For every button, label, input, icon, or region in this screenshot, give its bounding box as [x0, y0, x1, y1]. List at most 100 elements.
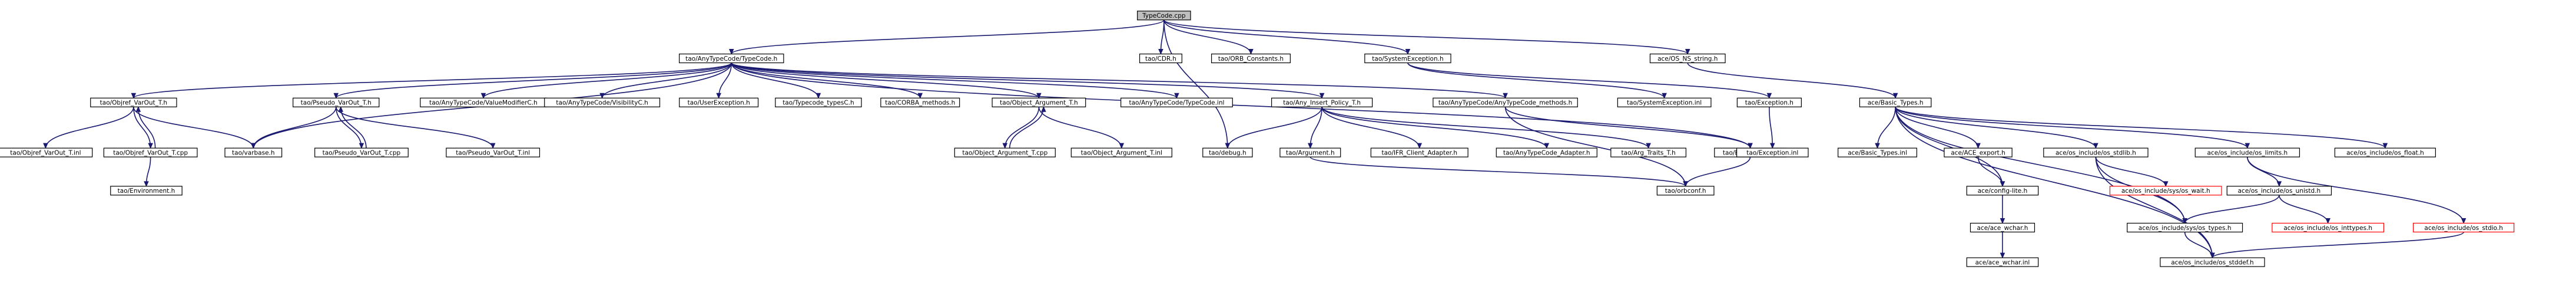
node-box[interactable]: [679, 53, 784, 64]
node-box[interactable]: [1271, 97, 1373, 107]
node-box[interactable]: [1610, 147, 1687, 157]
node-box[interactable]: [2194, 147, 2300, 157]
graph-node[interactable]: tao/AnyTypeCode_Adapter.h: [1496, 147, 1597, 157]
node-box[interactable]: [314, 147, 409, 157]
graph-node[interactable]: tao/Object_Argument_T.h: [992, 97, 1086, 107]
graph-node[interactable]: ace/Basic_Types.h: [1859, 97, 1932, 107]
graph-node[interactable]: tao/Pseudo_VarOut_T.inl: [446, 147, 541, 157]
graph-node[interactable]: ace/os_include/os_stdlib.h: [2043, 147, 2149, 157]
node-box[interactable]: [1364, 53, 1451, 64]
graph-node[interactable]: ace/os_include/os_inttypes.h: [2272, 222, 2385, 233]
graph-node[interactable]: ace/Basic_Types.inl: [1838, 147, 1918, 157]
graph-node[interactable]: tao/Pseudo_VarOut_T.h: [293, 97, 380, 107]
graph-node[interactable]: tao/Argument.h: [1279, 147, 1341, 157]
graph-node[interactable]: ace/os_include/sys/os_types.h: [2127, 222, 2243, 233]
node-box[interactable]: [1859, 97, 1932, 107]
graph-node[interactable]: ace/os_include/sys/os_wait.h: [2109, 186, 2222, 196]
node-box[interactable]: [1617, 97, 1712, 107]
graph-node[interactable]: tao/Objref_VarOut_T.cpp: [103, 147, 198, 157]
node-label: ace/ace_wchar.h: [1977, 225, 2028, 232]
graph-node[interactable]: ace/os_include/os_stddef.h: [2160, 257, 2265, 267]
node-box[interactable]: [544, 97, 661, 107]
graph-node[interactable]: ace/os_include/os_float.h: [2334, 147, 2436, 157]
node-box[interactable]: [2272, 222, 2385, 233]
node-box[interactable]: [1139, 53, 1182, 64]
graph-node[interactable]: tao/Object_Argument_T.inl: [1070, 147, 1172, 157]
node-box[interactable]: [293, 97, 380, 107]
graph-node[interactable]: tao/AnyTypeCode/VisibilityC.h: [544, 97, 661, 107]
node-box[interactable]: [1966, 186, 2039, 196]
node-box[interactable]: [1370, 147, 1468, 157]
node-box[interactable]: [1736, 97, 1802, 107]
node-box[interactable]: [1070, 147, 1172, 157]
include-edge: [45, 107, 134, 149]
node-box[interactable]: [992, 97, 1086, 107]
graph-node[interactable]: ace/ace_wchar.h: [1970, 222, 2035, 233]
node-box[interactable]: [103, 147, 198, 157]
graph-node[interactable]: TypeCode.cpp: [1137, 11, 1191, 21]
node-box[interactable]: [90, 97, 177, 107]
node-box[interactable]: [1649, 53, 1726, 64]
graph-node[interactable]: tao/Arg_Traits_T.h: [1610, 147, 1687, 157]
node-box[interactable]: [1279, 147, 1341, 157]
graph-node[interactable]: tao/CDR.h: [1139, 53, 1182, 64]
node-box[interactable]: [1211, 53, 1291, 64]
graph-node[interactable]: tao/varbase.h: [224, 147, 283, 157]
graph-node[interactable]: tao/Exception.inl: [1736, 147, 1809, 157]
node-box[interactable]: [1966, 257, 2039, 267]
graph-node[interactable]: tao/Environment.h: [110, 186, 183, 196]
graph-node[interactable]: tao/ORB_Constants.h: [1211, 53, 1291, 64]
graph-node[interactable]: tao/SystemException.h: [1364, 53, 1451, 64]
graph-node[interactable]: tao/Any_Insert_Policy_T.h: [1271, 97, 1373, 107]
node-box[interactable]: [1944, 147, 2013, 157]
graph-node[interactable]: ace/config-lite.h: [1966, 186, 2039, 196]
node-box[interactable]: [2127, 222, 2243, 233]
node-box[interactable]: [1120, 97, 1233, 107]
node-box[interactable]: [1202, 147, 1253, 157]
node-box[interactable]: [880, 97, 960, 107]
node-box[interactable]: [679, 97, 759, 107]
node-box[interactable]: [1137, 11, 1191, 21]
graph-node[interactable]: ace/OS_NS_string.h: [1649, 53, 1726, 64]
graph-node[interactable]: tao/CORBA_methods.h: [880, 97, 960, 107]
node-box[interactable]: [954, 147, 1056, 157]
graph-node[interactable]: tao/Objref_VarOut_T.inl: [0, 147, 93, 157]
graph-node[interactable]: ace/ACE_export.h: [1944, 147, 2013, 157]
graph-node[interactable]: tao/AnyTypeCode/ValueModifierC.h: [420, 97, 547, 107]
graph-node[interactable]: tao/Objref_VarOut_T.h: [90, 97, 177, 107]
node-box[interactable]: [775, 97, 862, 107]
graph-node[interactable]: tao/AnyTypeCode/TypeCode.h: [679, 53, 784, 64]
node-box[interactable]: [2226, 186, 2332, 196]
node-box[interactable]: [0, 147, 93, 157]
node-box[interactable]: [224, 147, 283, 157]
graph-node[interactable]: tao/AnyTypeCode/TypeCode.inl: [1120, 97, 1233, 107]
graph-node[interactable]: tao/debug.h: [1202, 147, 1253, 157]
node-box[interactable]: [446, 147, 541, 157]
graph-node[interactable]: tao/Object_Argument_T.cpp: [954, 147, 1056, 157]
graph-node[interactable]: tao/Exception.h: [1736, 97, 1802, 107]
node-box[interactable]: [2043, 147, 2149, 157]
graph-node[interactable]: tao/AnyTypeCode/AnyTypeCode_methods.h: [1433, 97, 1578, 107]
node-box[interactable]: [2334, 147, 2436, 157]
node-box[interactable]: [1433, 97, 1578, 107]
node-box[interactable]: [1838, 147, 1918, 157]
graph-node[interactable]: tao/Pseudo_VarOut_T.cpp: [314, 147, 409, 157]
node-box[interactable]: [1736, 147, 1809, 157]
node-box[interactable]: [2109, 186, 2222, 196]
graph-node[interactable]: ace/ace_wchar.inl: [1966, 257, 2039, 267]
node-box[interactable]: [1970, 222, 2035, 233]
node-box[interactable]: [1496, 147, 1597, 157]
graph-node[interactable]: tao/UserException.h: [679, 97, 759, 107]
node-box[interactable]: [2160, 257, 2265, 267]
graph-node[interactable]: tao/Typecode_typesC.h: [775, 97, 862, 107]
graph-node[interactable]: tao/orbconf.h: [1656, 186, 1715, 196]
graph-node[interactable]: tao/SystemException.inl: [1617, 97, 1712, 107]
node-box[interactable]: [1656, 186, 1715, 196]
graph-node[interactable]: ace/os_include/os_limits.h: [2194, 147, 2300, 157]
graph-node[interactable]: ace/os_include/os_stdio.h: [2413, 222, 2515, 233]
graph-node[interactable]: tao/IFR_Client_Adapter.h: [1370, 147, 1468, 157]
graph-node[interactable]: ace/os_include/os_unistd.h: [2226, 186, 2332, 196]
node-box[interactable]: [110, 186, 183, 196]
node-box[interactable]: [2413, 222, 2515, 233]
include-edge: [2184, 232, 2213, 258]
